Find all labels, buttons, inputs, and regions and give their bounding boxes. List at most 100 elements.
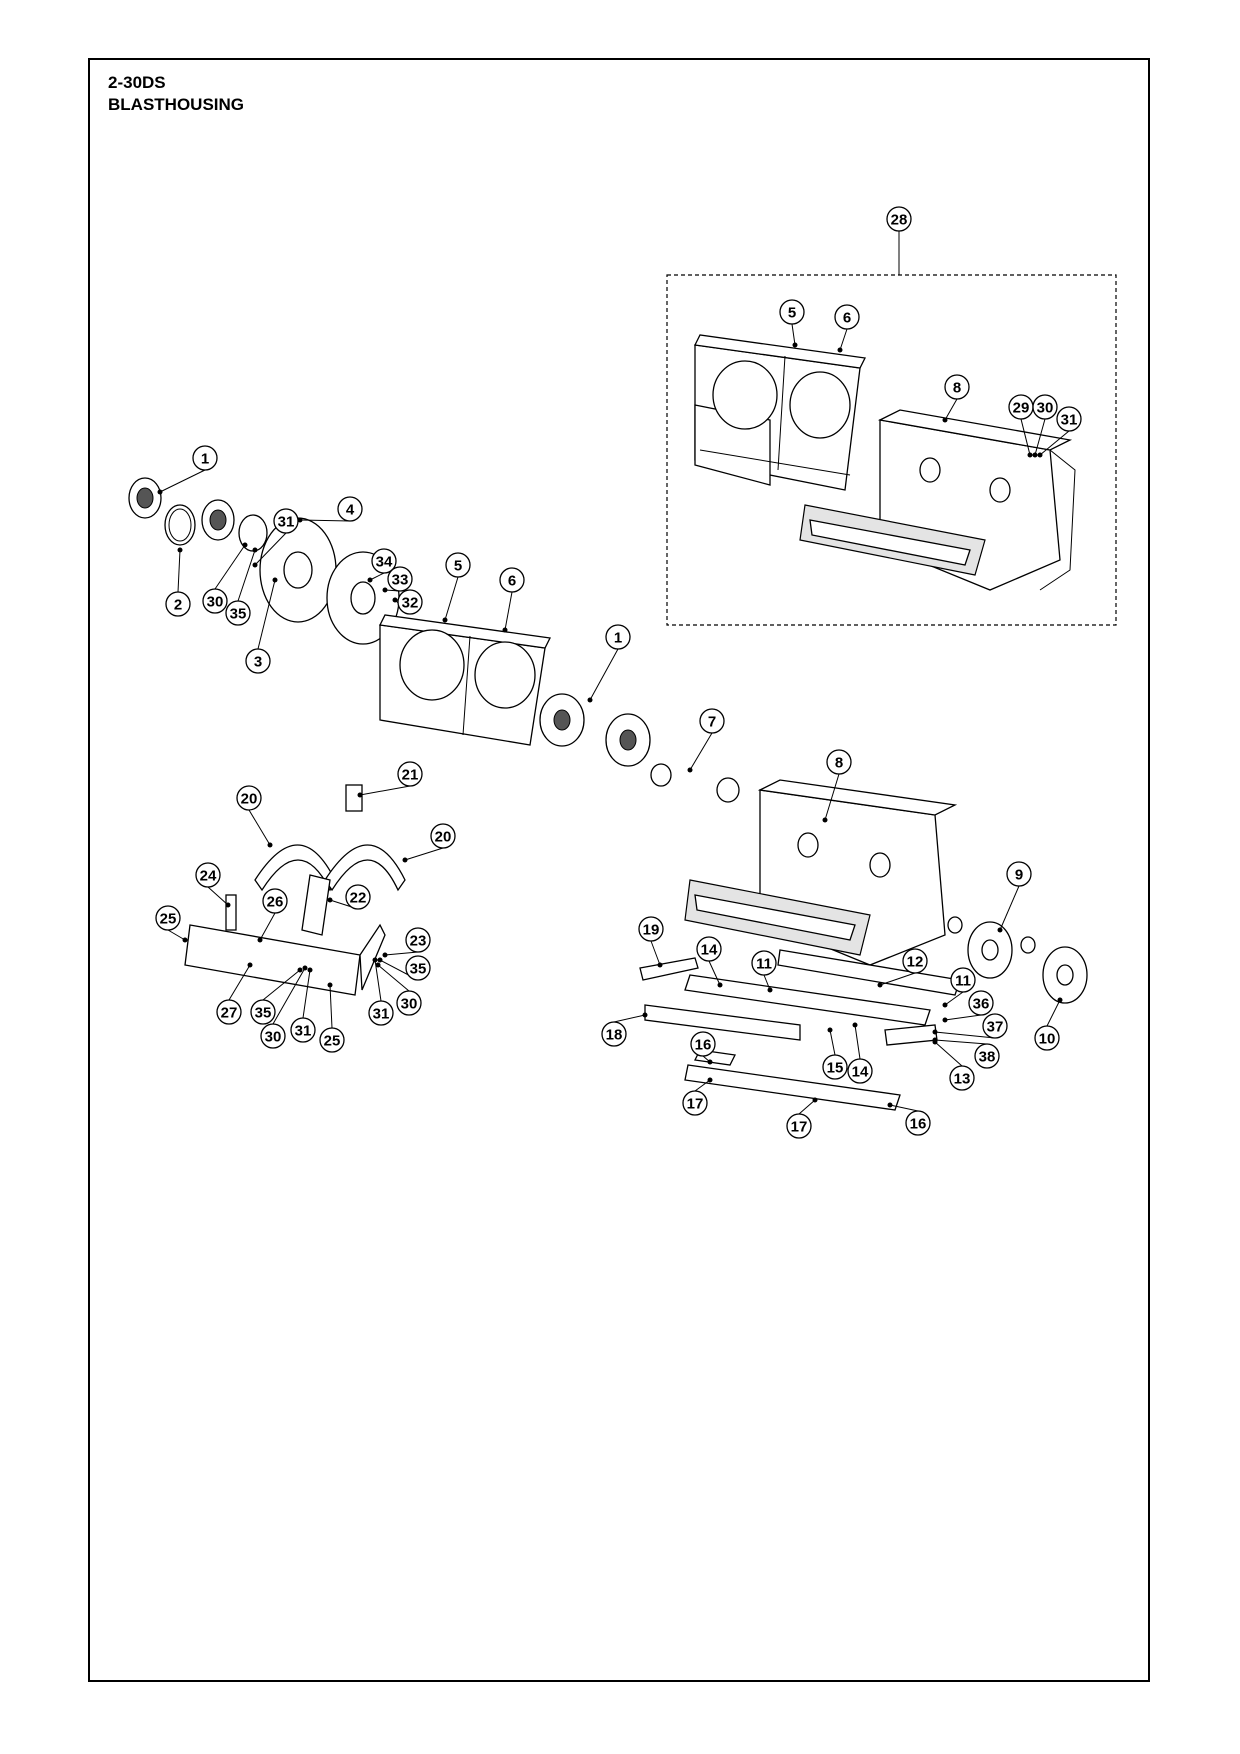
rail-11-12 — [684, 949, 961, 1026]
callout-number: 37 — [987, 1019, 1004, 1036]
callout-2: 2 — [165, 547, 191, 617]
callout-circle — [605, 624, 631, 650]
callout-leader — [889, 1104, 919, 1112]
callout-31: 31 — [368, 957, 394, 1026]
callout-pointer — [327, 897, 333, 903]
callout-leader — [384, 951, 419, 956]
callout-pointer — [717, 982, 723, 988]
callout-pointer — [327, 982, 333, 988]
callout-17: 17 — [682, 1077, 713, 1116]
callout-circle — [290, 1017, 316, 1043]
callout-26: 26 — [257, 888, 288, 943]
assembly-28-box — [666, 230, 1117, 626]
deflector-20-right — [324, 844, 406, 892]
callout-number: 25 — [160, 911, 177, 928]
callout-pointer — [297, 967, 303, 973]
callout-number: 31 — [295, 1023, 312, 1040]
callout-circle — [696, 936, 722, 962]
callout-leader — [854, 1024, 861, 1060]
callout-pointer — [267, 842, 273, 848]
callout-circle — [445, 552, 471, 578]
callout-5: 5 — [779, 299, 805, 348]
callout-circle — [225, 600, 251, 626]
bearing-10-b — [1042, 946, 1088, 1004]
callout-leader — [177, 549, 181, 593]
callout-30: 30 — [202, 542, 248, 614]
callout-circle — [405, 955, 431, 981]
callout-pointer — [375, 962, 381, 968]
callout-24: 24 — [195, 862, 231, 908]
liner-1-left-a — [128, 477, 162, 519]
callout-3: 3 — [245, 577, 278, 674]
callout-number: 9 — [1015, 867, 1023, 884]
callout-number: 8 — [953, 380, 961, 397]
callout-number: 16 — [695, 1037, 712, 1054]
callout-pointer — [932, 1039, 938, 1045]
callout-5: 5 — [442, 552, 471, 623]
callout-leader — [791, 323, 796, 346]
callout-number: 27 — [221, 1005, 238, 1022]
callout-number: 2 — [174, 597, 182, 614]
callout-circle — [165, 591, 191, 617]
callout-circle — [430, 823, 456, 849]
callout-leader — [272, 967, 306, 1025]
callout-number: 10 — [1039, 1031, 1056, 1048]
callout-circle — [319, 1027, 345, 1053]
callout-23: 23 — [382, 927, 431, 958]
callout-pointer — [942, 1017, 948, 1023]
callout-leader — [613, 1014, 646, 1023]
callout-number: 12 — [907, 954, 924, 971]
callout-25: 25 — [319, 982, 345, 1053]
callout-pointer — [1032, 452, 1038, 458]
callout-17: 17 — [786, 1097, 818, 1139]
callout-circle — [202, 588, 228, 614]
callout-31: 31 — [252, 508, 299, 568]
callout-number: 11 — [756, 956, 772, 973]
callout-circle — [982, 1013, 1008, 1039]
callout-leader — [302, 969, 311, 1019]
callout-circle — [699, 708, 725, 734]
callout-circle — [368, 1000, 394, 1026]
callout-circle — [397, 589, 423, 615]
callout-pointer — [837, 347, 843, 353]
callout-35: 35 — [377, 955, 431, 981]
callout-14: 14 — [847, 1022, 873, 1084]
callout-number: 31 — [373, 1006, 390, 1023]
callout-number: 11 — [955, 973, 971, 990]
callout-leader — [228, 964, 251, 1001]
callout-leader — [207, 886, 229, 906]
callout-circle — [601, 1021, 627, 1047]
callout-leader — [839, 328, 848, 351]
housing-8 — [684, 779, 958, 966]
callout-leader — [944, 1014, 982, 1021]
callout-leader — [708, 960, 721, 986]
callout-circle — [262, 888, 288, 914]
callout-number: 5 — [788, 305, 796, 322]
callout-9: 9 — [997, 861, 1032, 933]
callout-8: 8 — [822, 749, 852, 823]
callout-number: 34 — [376, 554, 393, 571]
callout-leader — [257, 579, 276, 650]
callout-pointer — [182, 937, 188, 943]
callout-circle — [826, 749, 852, 775]
callout-circle — [155, 905, 181, 931]
callout-leader — [934, 1039, 988, 1045]
callout-pointer — [942, 417, 948, 423]
callout-number: 23 — [410, 933, 427, 950]
callout-circle — [387, 566, 413, 592]
callout-pointer — [587, 697, 593, 703]
callout-circle — [968, 990, 994, 1016]
callout-circle — [690, 1031, 716, 1057]
callout-circle — [250, 999, 276, 1025]
callout-pointer — [1027, 452, 1033, 458]
callout-19: 19 — [638, 916, 664, 968]
callout-pointer — [382, 587, 388, 593]
callout-number: 3 — [254, 654, 262, 671]
callout-number: 7 — [708, 714, 716, 731]
callout-number: 17 — [791, 1119, 808, 1136]
callout-number: 26 — [267, 894, 284, 911]
callout-circle — [944, 374, 970, 400]
callout-21: 21 — [357, 761, 423, 798]
callout-pointer — [377, 957, 383, 963]
